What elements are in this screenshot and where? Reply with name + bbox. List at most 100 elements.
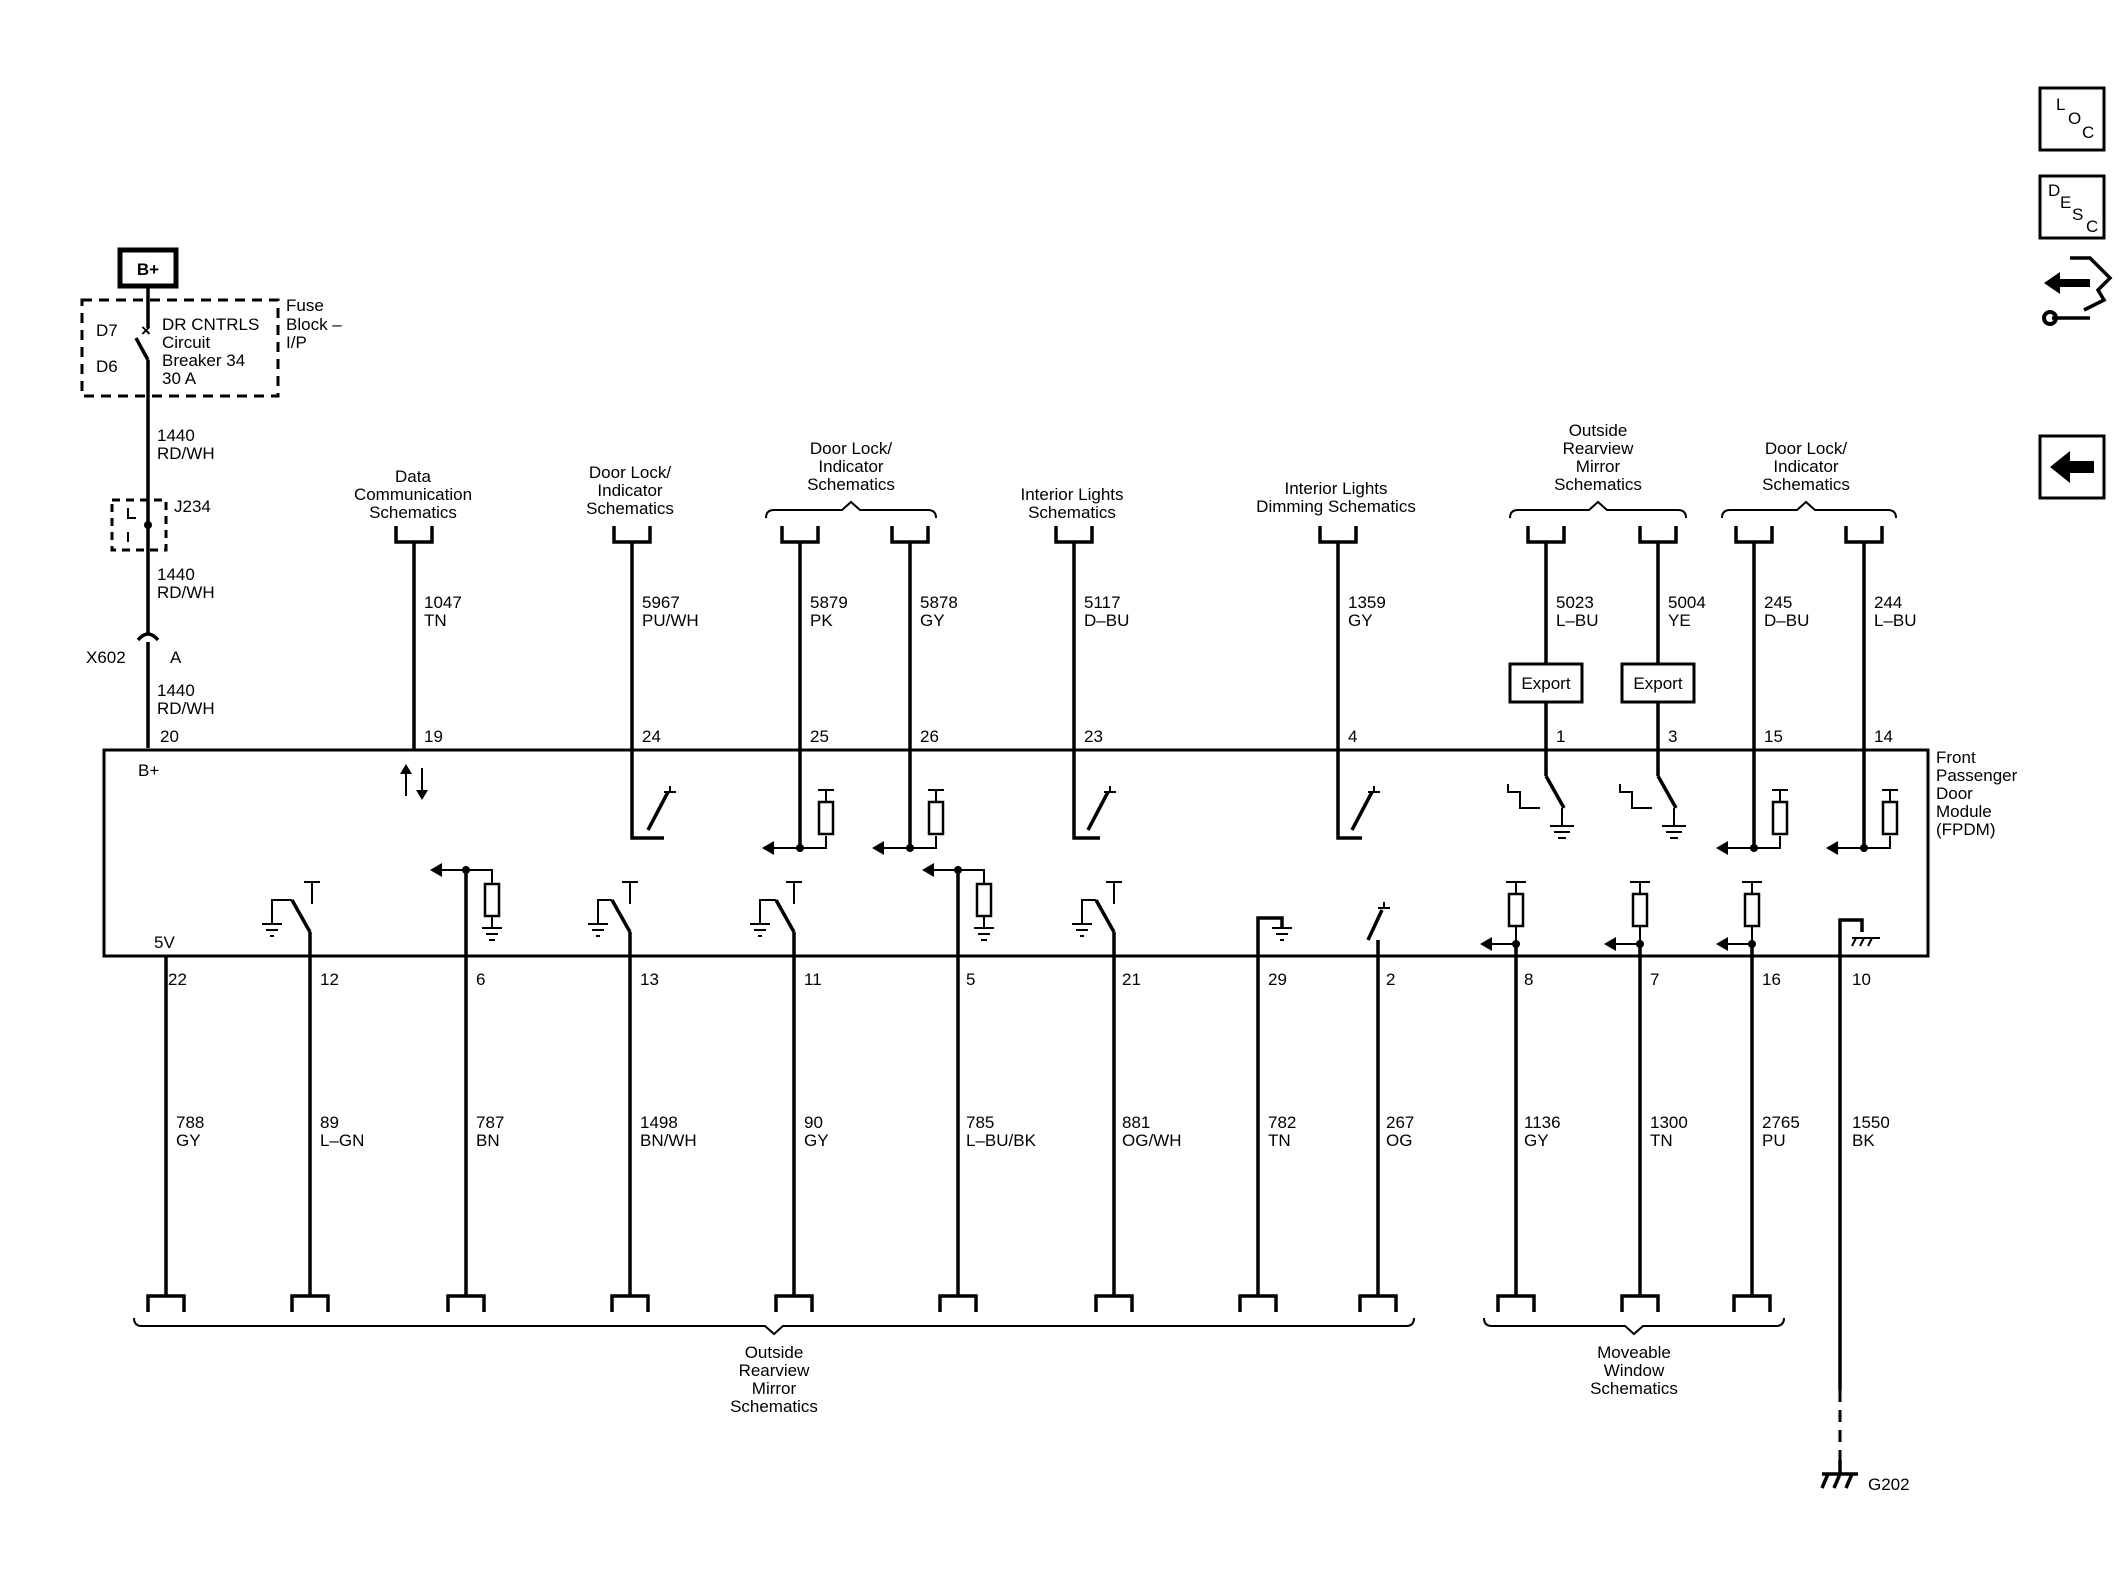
svg-text:YE: YE: [1668, 611, 1691, 630]
splice-label: J234: [174, 497, 211, 516]
loc-button[interactable]: L O C: [2038, 86, 2106, 152]
export-box-1: [1508, 662, 1584, 704]
pin-4: 4: [1348, 727, 1357, 746]
svg-text:TN: TN: [1650, 1131, 1673, 1150]
svg-text:PU/WH: PU/WH: [642, 611, 699, 630]
pin-15: 15: [1764, 727, 1783, 746]
svg-text:C: C: [2086, 217, 2098, 236]
svg-text:BN/WH: BN/WH: [640, 1131, 697, 1150]
svg-text:Schematics: Schematics: [807, 475, 895, 494]
battery-terminal: B+: [117, 247, 179, 289]
pin-8: 8: [1524, 970, 1533, 989]
svg-text:Schematics: Schematics: [1590, 1379, 1678, 1398]
bottom-ref-moveable-window[interactable]: Moveable Window Schematics: [1483, 1317, 1785, 1398]
pin-16: 16: [1762, 970, 1781, 989]
bottom-wire-13: 13 1498 BN/WH: [610, 956, 697, 1312]
switch-21: [1072, 881, 1122, 956]
pin-19: 19: [424, 727, 443, 746]
bottom-wire-11: 11 90 GY: [774, 956, 829, 1312]
svg-text:GY: GY: [920, 611, 945, 630]
pullup-resistor-15: [1716, 750, 1789, 855]
desc-button[interactable]: D E S C: [2038, 174, 2106, 240]
connector-end-view-icon[interactable]: [2042, 256, 2113, 326]
svg-text:D–BU: D–BU: [1764, 611, 1809, 630]
svg-text:Schematics: Schematics: [369, 503, 457, 522]
svg-text:D: D: [2048, 181, 2060, 200]
svg-text:L: L: [2056, 95, 2065, 114]
svg-text:5117: 5117: [1084, 593, 1121, 612]
top-wire-14: 244 L–BU 14: [1862, 542, 1917, 750]
svg-text:Export: Export: [1521, 674, 1570, 693]
svg-text:89: 89: [320, 1113, 339, 1132]
breaker-label-2: Circuit: [162, 333, 210, 352]
svg-text:BN: BN: [476, 1131, 500, 1150]
svg-text:L–BU/BK: L–BU/BK: [966, 1131, 1037, 1150]
top-ref-door-lock-3[interactable]: Door Lock/ Indicator Schematics: [1721, 439, 1897, 544]
bottom-wire-8: 8 1136 GY: [1496, 956, 1561, 1312]
pin-25: 25: [810, 727, 829, 746]
back-button[interactable]: [2038, 434, 2106, 500]
pin-29: 29: [1268, 970, 1287, 989]
svg-text:PK: PK: [810, 611, 833, 630]
pin-22: 22: [168, 970, 187, 989]
ground-g202: G202: [1820, 1460, 1910, 1494]
module-name-2: Passenger: [1936, 766, 2018, 785]
top-ref-door-lock-2[interactable]: Door Lock/ Indicator Schematics: [765, 439, 937, 544]
fuse-block-label-2: Block –: [286, 315, 342, 334]
switch-13: [588, 881, 638, 956]
top-ref-interior-lights[interactable]: Interior Lights Schematics: [1021, 485, 1124, 544]
switch-12: [262, 881, 320, 956]
svg-text:1550: 1550: [1852, 1113, 1890, 1132]
svg-text:TN: TN: [424, 611, 447, 630]
bottom-wire-21: 21 881 OG/WH: [1094, 956, 1182, 1312]
svg-text:Indicator: Indicator: [597, 481, 663, 500]
svg-text:E: E: [2060, 193, 2071, 212]
svg-text:5967: 5967: [642, 593, 680, 612]
fuse-block-label-3: I/P: [286, 333, 307, 352]
pin-13: 13: [640, 970, 659, 989]
svg-text:Interior Lights: Interior Lights: [1285, 479, 1388, 498]
svg-text:2765: 2765: [1762, 1113, 1800, 1132]
svg-text:OG: OG: [1386, 1131, 1412, 1150]
svg-text:O: O: [2068, 109, 2081, 128]
svg-text:Communication: Communication: [354, 485, 472, 504]
pin-2: 2: [1386, 970, 1395, 989]
switch-11: [750, 881, 802, 956]
input-switch-4: [1336, 750, 1380, 840]
top-wire-1: 5023 L–BU 1 Export: [1508, 542, 1599, 750]
pin-21: 21: [1122, 970, 1141, 989]
svg-text:Door Lock/: Door Lock/: [1765, 439, 1847, 458]
svg-text:1300: 1300: [1650, 1113, 1688, 1132]
bottom-wire-5: 5 785 L–BU/BK: [938, 956, 1037, 1312]
svg-text:GY: GY: [1524, 1131, 1549, 1150]
wire-1440-circuit-a: 1440: [157, 426, 195, 445]
svg-text:787: 787: [476, 1113, 504, 1132]
svg-text:Mirror: Mirror: [1576, 457, 1621, 476]
svg-text:90: 90: [804, 1113, 823, 1132]
top-ref-outside-mirror[interactable]: Outside Rearview Mirror Schematics: [1509, 421, 1687, 544]
svg-text:BK: BK: [1852, 1131, 1875, 1150]
svg-text:5023: 5023: [1556, 593, 1594, 612]
connector-pin-label: A: [170, 648, 182, 667]
input-switch-23: [1072, 750, 1116, 840]
bottom-ref-outside-mirror[interactable]: Outside Rearview Mirror Schematics: [133, 1317, 1415, 1416]
svg-text:L–GN: L–GN: [320, 1131, 364, 1150]
pin-14: 14: [1874, 727, 1893, 746]
svg-text:Schematics: Schematics: [586, 499, 674, 518]
bottom-wire-10: 10 1550 BK: [1838, 956, 1890, 1460]
svg-text:5879: 5879: [810, 593, 848, 612]
svg-text:1136: 1136: [1524, 1113, 1561, 1132]
top-ref-door-lock-1[interactable]: Door Lock/ Indicator Schematics: [586, 463, 674, 544]
pin-11: 11: [804, 970, 822, 989]
svg-text:Indicator: Indicator: [818, 457, 884, 476]
svg-text:Door Lock/: Door Lock/: [810, 439, 892, 458]
svg-text:Window: Window: [1604, 1361, 1665, 1380]
svg-text:245: 245: [1764, 593, 1792, 612]
top-ref-data-communication[interactable]: Data Communication Schematics: [354, 467, 472, 544]
top-wire-25: 5879 PK 25: [798, 542, 848, 750]
bottom-wire-7: 7 1300 TN: [1620, 956, 1688, 1312]
export-box-2: [1620, 662, 1696, 704]
top-ref-interior-dimming[interactable]: Interior Lights Dimming Schematics: [1256, 479, 1416, 544]
svg-text:C: C: [2082, 123, 2094, 142]
